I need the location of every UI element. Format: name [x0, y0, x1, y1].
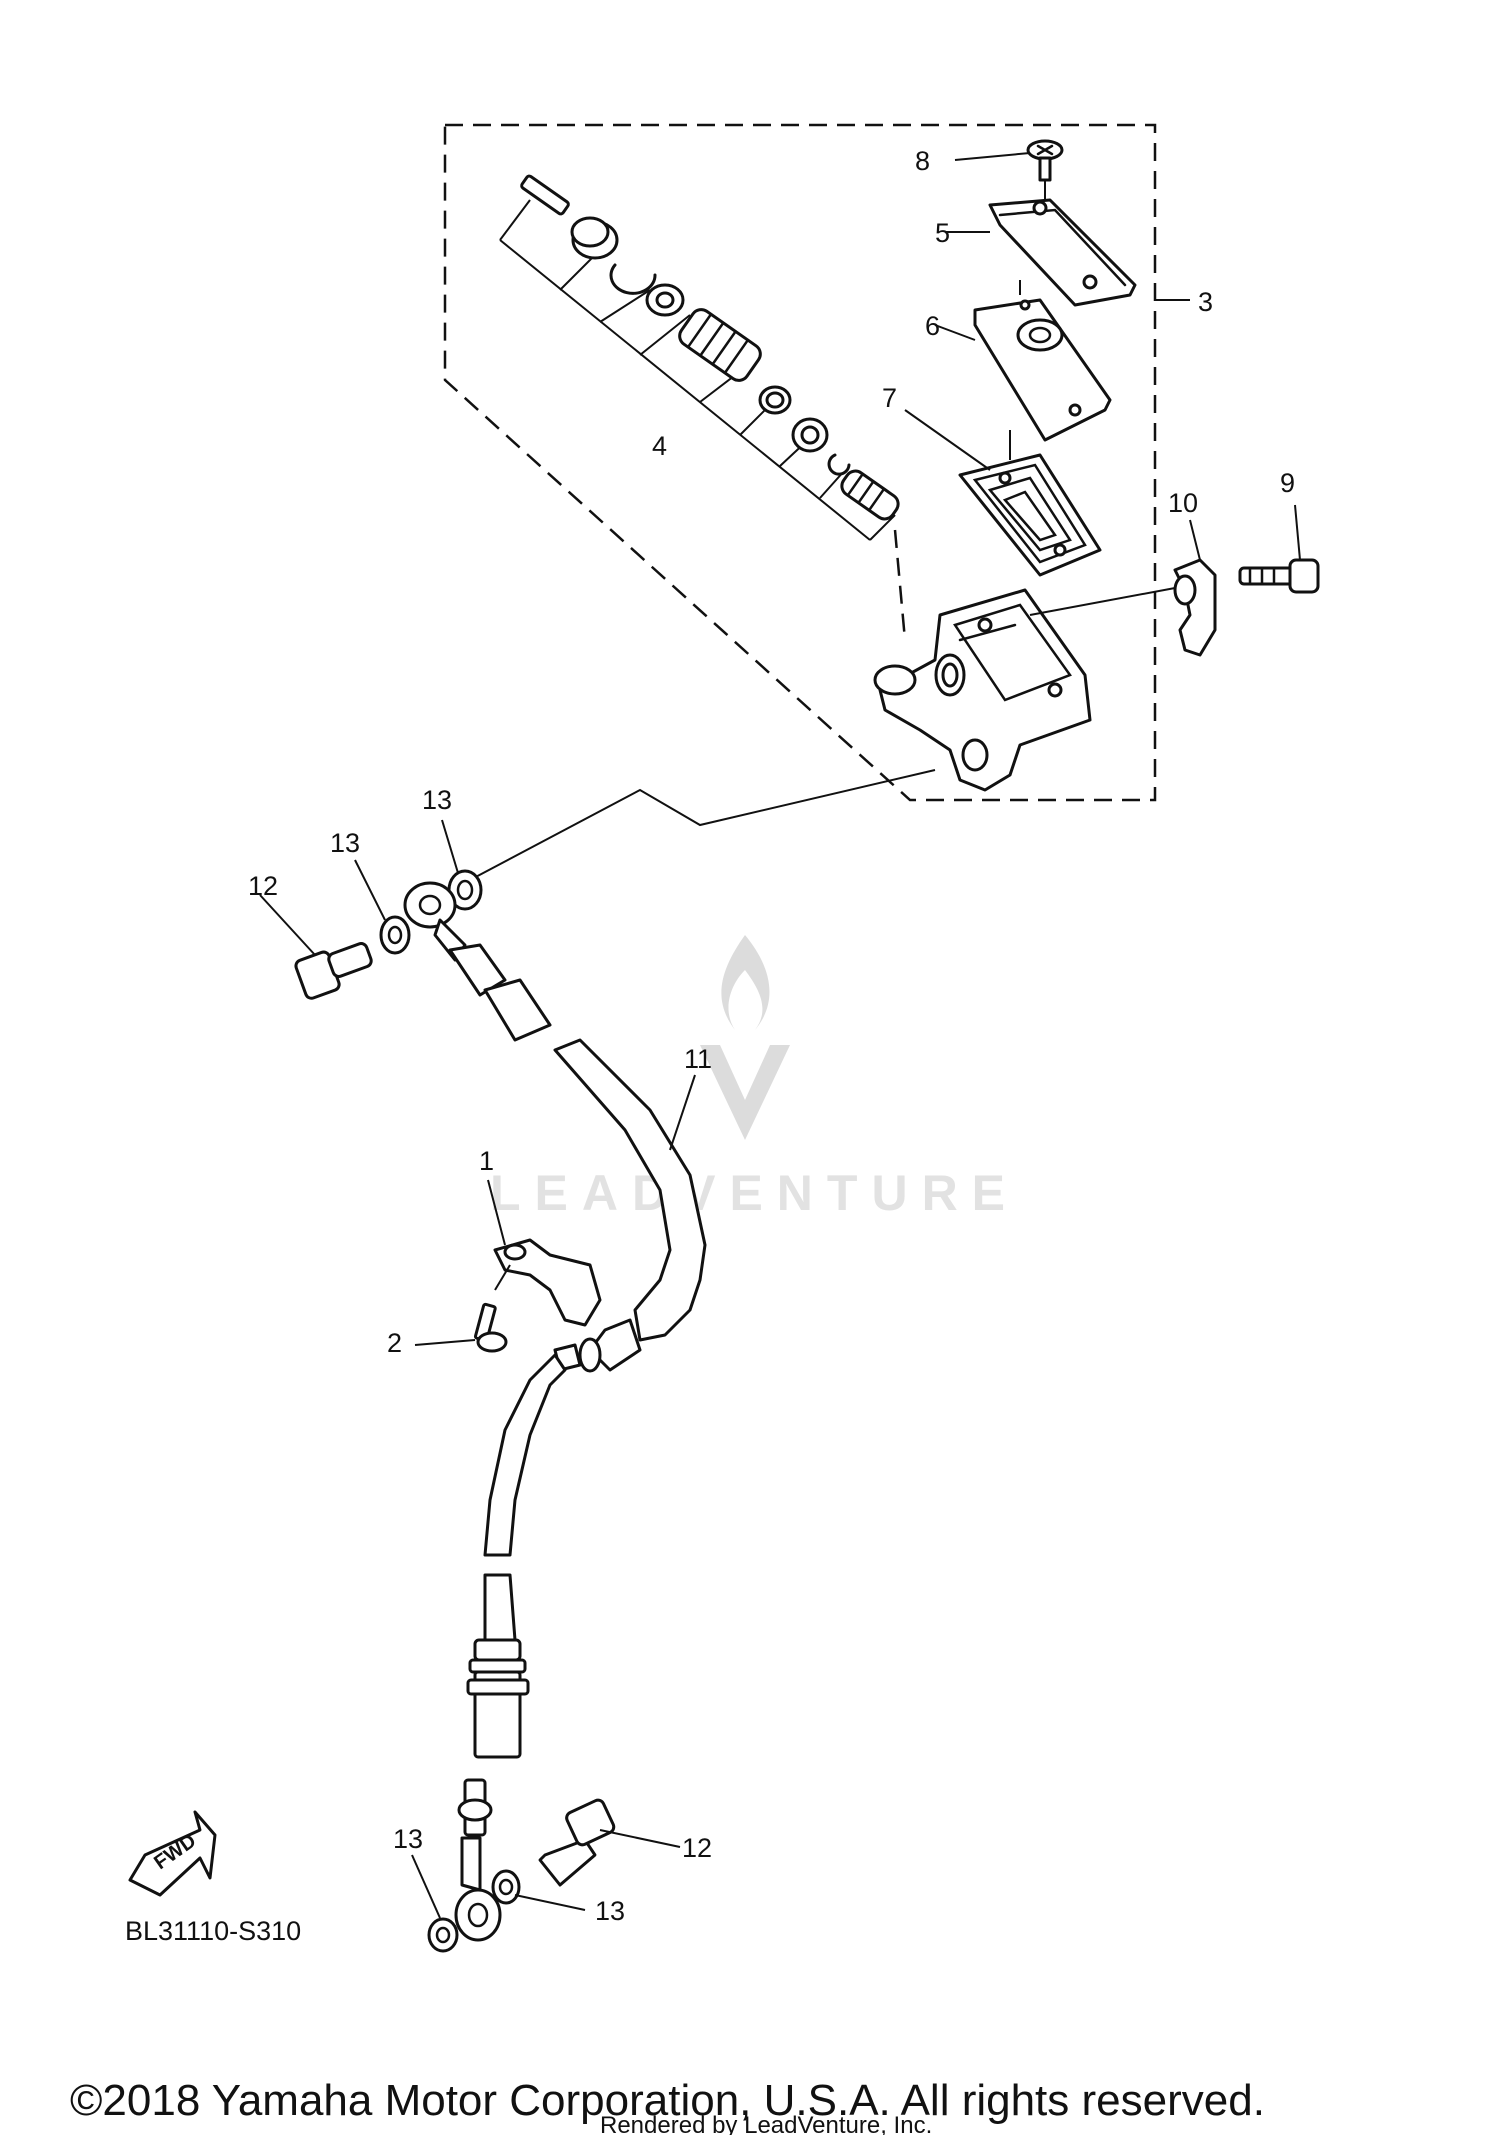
rendered-by: Rendered by LeadVenture, Inc. [600, 2112, 932, 2135]
upper-banjo-bolt [259, 894, 373, 1000]
callout-13-lower-right: 13 [595, 1896, 625, 1926]
forward-direction-arrow: FWD [128, 1810, 217, 1897]
assembly-boundary [443, 123, 1157, 802]
leadventure-watermark: LEADVENTURE [490, 935, 1019, 1221]
callout-1: 1 [479, 1146, 494, 1176]
callout-13-upper-outer: 13 [330, 828, 360, 858]
diagram-code: BL31110-S310 [125, 1916, 301, 1946]
callout-4: 4 [652, 431, 667, 461]
lower-washer-left [427, 1917, 459, 1953]
copyright-notice: ©2018 Yamaha Motor Corporation, U.S.A. A… [70, 2076, 1265, 2125]
callout-10: 10 [1168, 488, 1198, 518]
callout-13-lower-left: 13 [393, 1824, 423, 1854]
diaphragm [904, 409, 1102, 577]
callout-12-upper: 12 [248, 871, 278, 901]
clamp-bolt [1238, 504, 1320, 594]
hose-connection-leader [469, 769, 936, 881]
brake-hose [403, 881, 707, 1942]
clamp-screw [414, 1264, 511, 1353]
callout-3: 3 [1198, 287, 1213, 317]
upper-washer-outer [379, 915, 411, 955]
diaphragm-plate [934, 280, 1112, 442]
callout-12-lower: 12 [682, 1833, 712, 1863]
piston-kit [499, 174, 907, 641]
reservoir-cap [945, 180, 1137, 307]
callout-11: 11 [684, 1044, 712, 1074]
lower-washer-right [491, 1869, 521, 1905]
callout-6: 6 [925, 311, 940, 341]
callout-9: 9 [1280, 468, 1295, 498]
handlebar-clamp [1173, 519, 1217, 657]
reservoir-screw [954, 139, 1064, 182]
callout-7: 7 [882, 383, 897, 413]
master-cylinder-body [873, 587, 1176, 792]
callout-2: 2 [387, 1328, 402, 1358]
callout-13-upper-inner: 13 [422, 785, 452, 815]
lower-banjo-bolt [538, 1798, 681, 1887]
callout-8: 8 [915, 146, 930, 176]
hose-clamp [487, 1179, 602, 1327]
callout-5: 5 [935, 218, 950, 248]
watermark-text: LEADVENTURE [490, 1165, 1019, 1221]
